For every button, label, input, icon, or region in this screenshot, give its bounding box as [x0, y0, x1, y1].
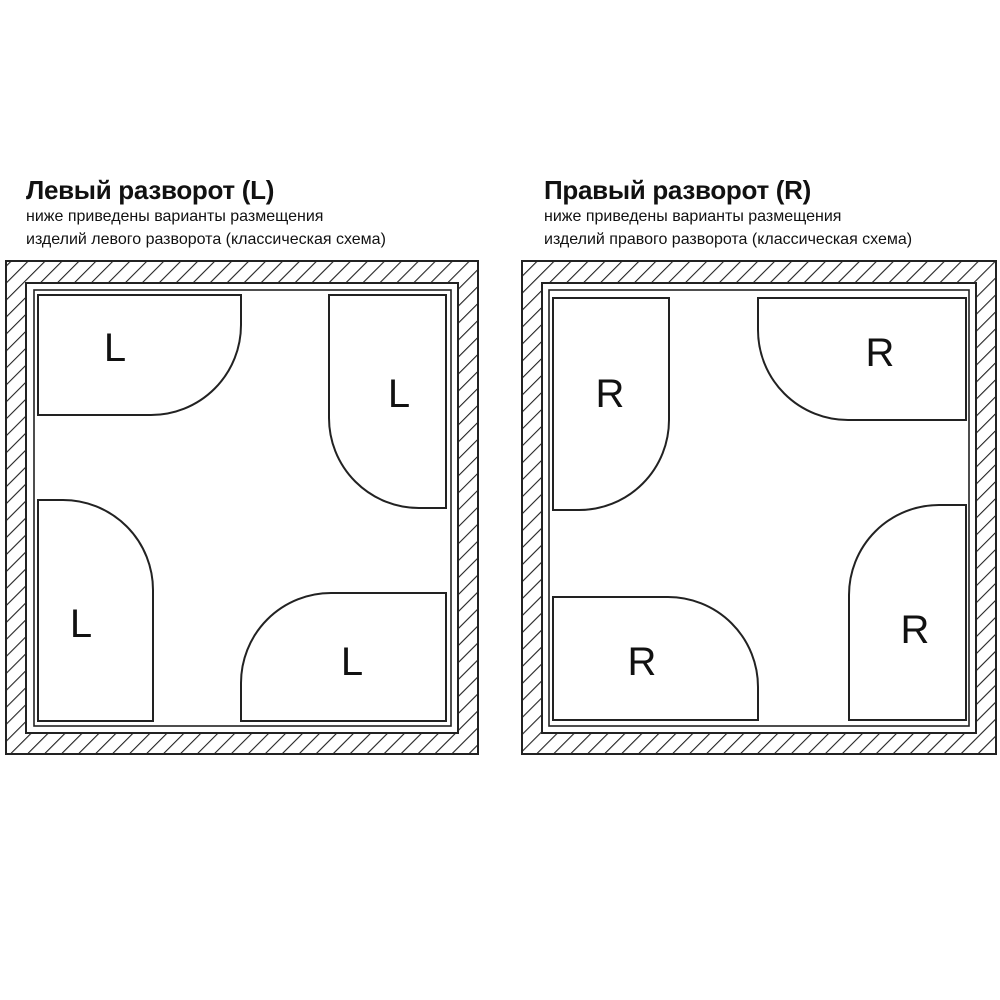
right-room-hatched-wall: [521, 260, 997, 755]
right-diagram-subtitle-line-2: изделий правого разворота (классическая …: [544, 231, 913, 248]
right-piece-bottom-right-letter: R: [901, 608, 930, 652]
right-piece-bottom-left: [552, 596, 759, 721]
right-piece-bottom-right: [848, 504, 967, 721]
right-piece-top-right: [757, 297, 967, 421]
left-room-inner-outline: [33, 289, 452, 727]
right-diagram-heading: Правый разворот (R) ниже приведены вариа…: [544, 175, 912, 251]
left-diagram-heading: Левый разворот (L) ниже приведены вариан…: [26, 175, 386, 251]
left-diagram-subtitle-line-2: изделий левого разворота (классическая с…: [26, 231, 386, 248]
left-piece-top-left: [37, 294, 242, 416]
left-piece-top-left-letter: L: [104, 326, 126, 370]
left-room-hatched-wall: [5, 260, 479, 755]
right-diagram-title: Правый разворот (R): [544, 175, 811, 205]
left-piece-bottom-left: [37, 499, 154, 722]
right-piece-top-right-letter: R: [866, 331, 895, 375]
right-room-inner-outline: [548, 289, 970, 727]
right-piece-top-left-letter: R: [596, 372, 625, 416]
left-diagram-title: Левый разворот (L): [26, 175, 275, 205]
left-piece-bottom-left-letter: L: [70, 602, 92, 646]
left-piece-bottom-right: [240, 592, 447, 722]
left-piece-bottom-right-letter: L: [341, 640, 363, 684]
left-room-plan: L L L L: [5, 260, 479, 755]
right-room-plan: R R R R: [521, 260, 997, 755]
right-piece-top-left: [552, 297, 670, 511]
left-piece-top-right-letter: L: [388, 372, 410, 416]
left-diagram-subtitle-line-1: ниже приведены варианты размещения: [26, 208, 324, 225]
left-piece-top-right: [328, 294, 447, 509]
right-diagram-subtitle-line-1: ниже приведены варианты размещения: [544, 208, 842, 225]
right-piece-bottom-left-letter: R: [628, 640, 657, 684]
